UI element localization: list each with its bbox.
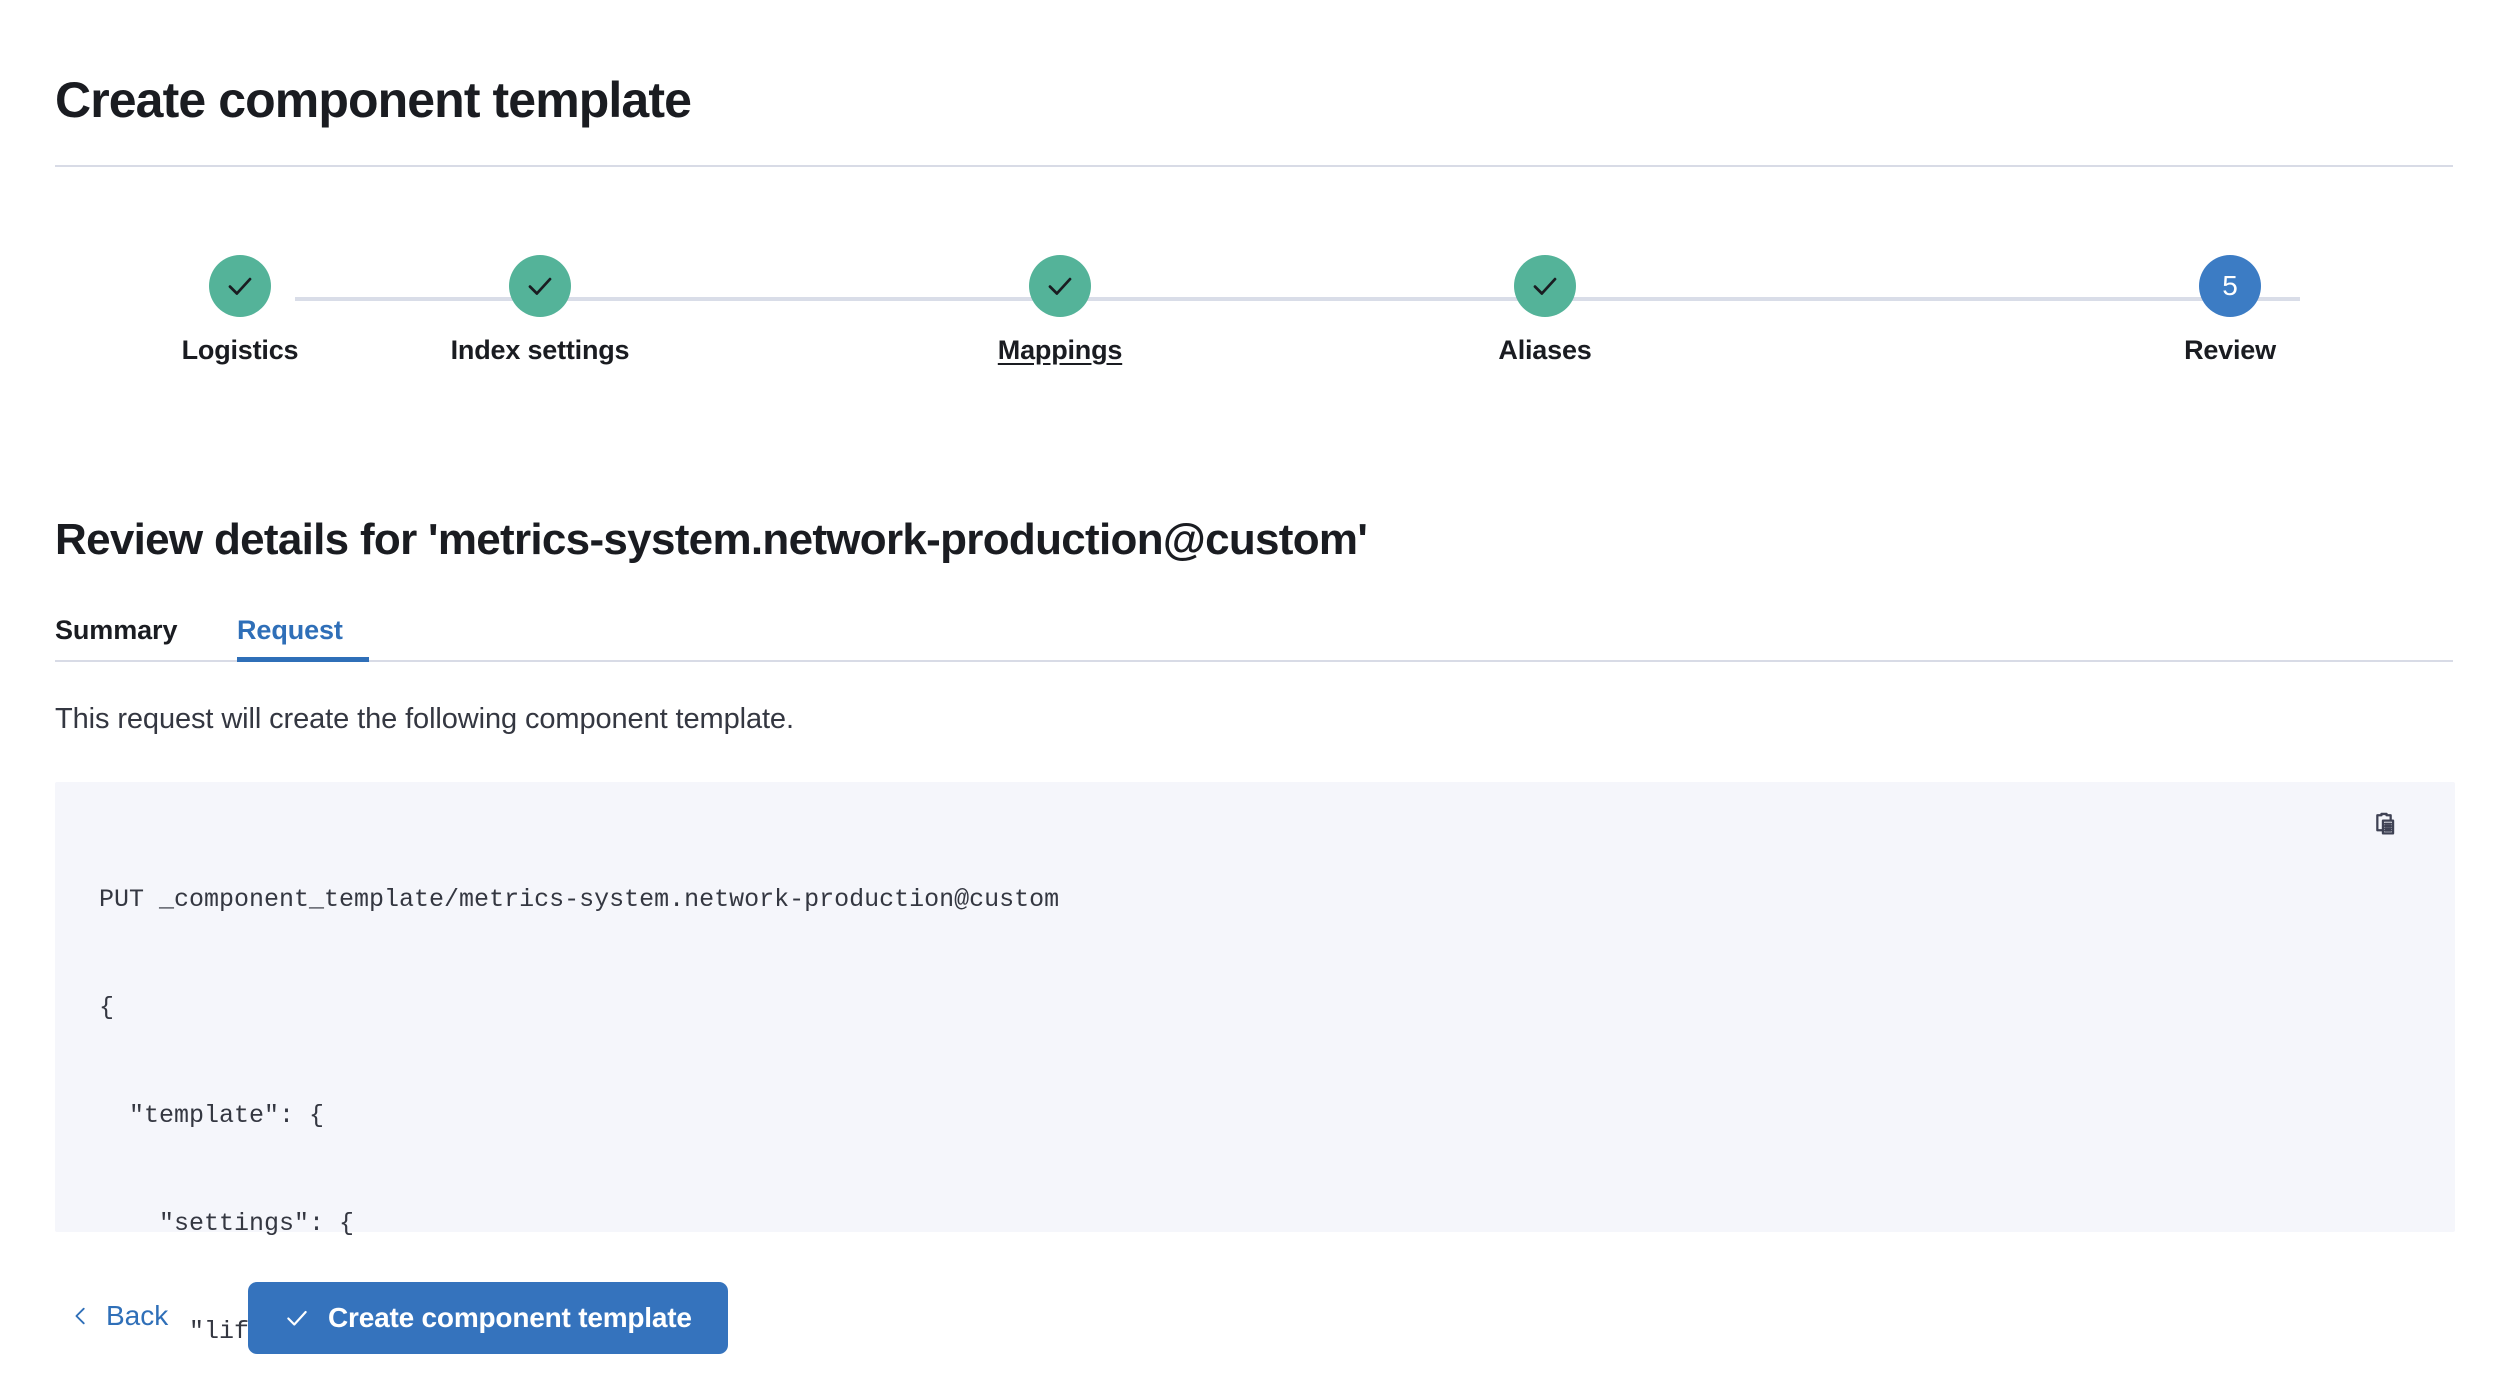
check-icon: [228, 277, 252, 295]
step-connector-line: [295, 297, 2300, 301]
tab-summary[interactable]: Summary: [55, 598, 177, 662]
back-button-label: Back: [106, 1300, 169, 1331]
step-label: Review: [2184, 335, 2276, 365]
request-description: This request will create the following c…: [55, 703, 794, 735]
check-icon: [287, 1310, 307, 1326]
check-icon: [528, 277, 552, 295]
code-line: "template": {: [99, 1101, 325, 1130]
step-logistics[interactable]: Logistics: [80, 255, 400, 366]
step-mappings[interactable]: Mappings: [900, 255, 1220, 366]
copy-clipboard-icon: [2376, 812, 2395, 835]
check-icon: [1048, 277, 1072, 295]
tab-request[interactable]: Request: [237, 598, 343, 662]
tabs-divider: [55, 660, 2453, 662]
code-line-method: PUT _component_template/metrics-system.n…: [99, 885, 1060, 914]
request-code-body: PUT _component_template/metrics-system.n…: [99, 810, 1059, 1388]
page-title: Create component template: [55, 71, 692, 128]
step-status-circle: 5: [2199, 255, 2261, 317]
step-status-circle: [209, 255, 271, 317]
step-status-circle: [1029, 255, 1091, 317]
header-divider: [55, 165, 2453, 167]
chevron-left-icon: [75, 1307, 85, 1325]
review-tabs: Summary Request: [55, 598, 2453, 662]
check-icon: [1533, 277, 1557, 295]
step-label: Index settings: [450, 335, 630, 365]
review-heading: Review details for 'metrics-system.netwo…: [55, 514, 1368, 564]
step-label: Logistics: [181, 335, 299, 365]
step-index-settings[interactable]: Index settings: [380, 255, 700, 366]
code-line: {: [99, 993, 115, 1022]
step-review[interactable]: 5 Review: [2070, 255, 2390, 366]
step-aliases[interactable]: Aliases: [1385, 255, 1705, 366]
wizard-step-indicator: Logistics Index settings Mappings: [55, 255, 2453, 385]
code-line: "settings": {: [99, 1209, 355, 1238]
tab-active-indicator: [237, 657, 369, 662]
step-label: Aliases: [1498, 335, 1592, 365]
create-component-template-button[interactable]: Create component template: [248, 1282, 728, 1354]
step-label: Mappings: [997, 335, 1123, 365]
back-button[interactable]: Back: [70, 1300, 168, 1332]
copy-to-clipboard-button[interactable]: [2365, 804, 2411, 850]
step-status-circle: [509, 255, 571, 317]
create-button-label: Create component template: [328, 1302, 692, 1333]
step-status-circle: [1514, 255, 1576, 317]
step-number: 5: [2222, 270, 2238, 301]
request-code-panel: PUT _component_template/metrics-system.n…: [55, 782, 2455, 1346]
